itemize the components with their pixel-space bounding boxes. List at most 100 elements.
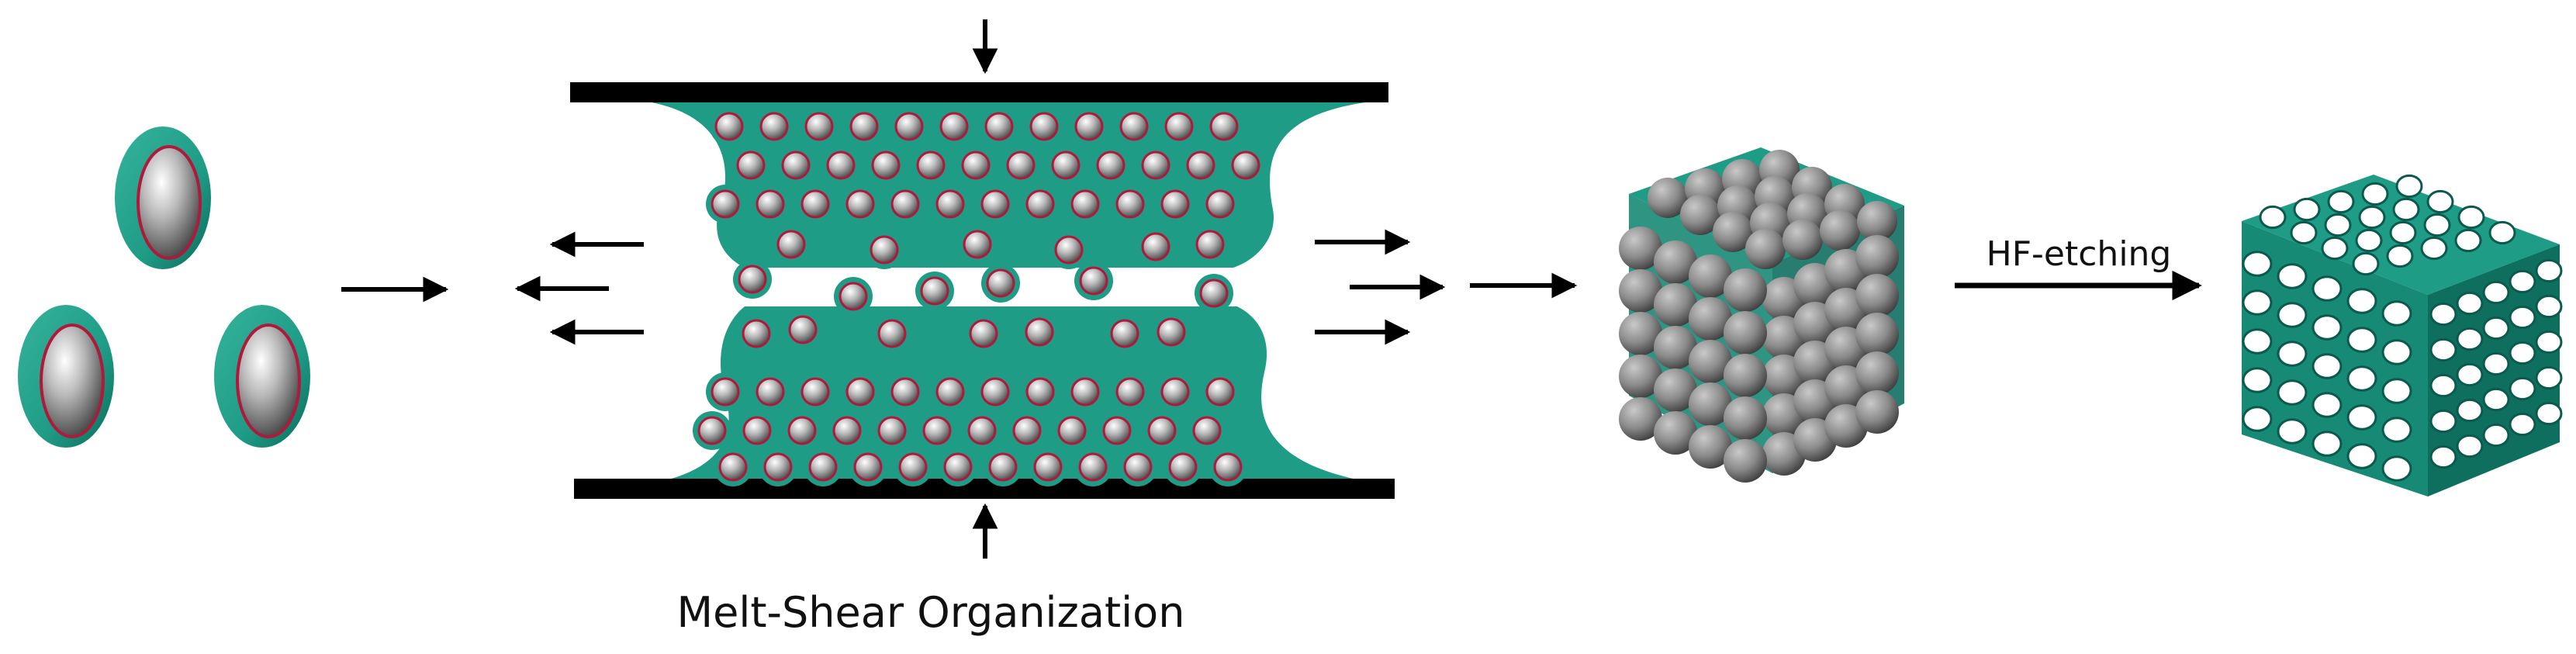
core-shell-particle [1066, 185, 1105, 223]
opal-sphere [1713, 212, 1753, 252]
opal-sphere [1689, 382, 1732, 426]
core-shell-particle [1105, 314, 1144, 353]
opal-sphere [1724, 268, 1767, 312]
pore [2426, 189, 2454, 214]
core-shell-particle [821, 146, 860, 185]
pore [2311, 275, 2343, 302]
core-shell-particle [751, 372, 790, 411]
pore [2423, 213, 2451, 237]
pore [2242, 251, 2273, 277]
core-shell-particle [1029, 448, 1067, 486]
core-shell-particle [1111, 185, 1150, 223]
pore [2242, 367, 2273, 393]
core-shell-particle [873, 411, 911, 450]
opal-sphere [1724, 439, 1767, 483]
pore [2509, 376, 2536, 401]
core-shell-particle [915, 272, 954, 310]
opal-sphere [1654, 240, 1697, 284]
pore [2389, 220, 2417, 245]
pore [2386, 244, 2414, 268]
opal-sphere [1855, 235, 1899, 279]
opal-sphere [1855, 313, 1899, 356]
pore [2509, 269, 2536, 294]
core-shell-particle [1156, 372, 1195, 411]
core-shell-particle [796, 185, 835, 223]
core-shell-particle [984, 448, 1022, 486]
opal-sphere [1745, 229, 1786, 269]
core-shell-particle [1115, 107, 1153, 146]
pore [2420, 236, 2448, 261]
pore [2509, 412, 2536, 437]
core-shell-particle [755, 107, 794, 146]
core-shell-particle [956, 146, 995, 185]
core-shell-particle [1208, 448, 1247, 486]
core-shell-hemisphere-icon [214, 305, 310, 448]
core-shell-particle [1119, 448, 1157, 486]
pore [2482, 387, 2510, 412]
pore [2535, 365, 2563, 390]
core-shell-particle [841, 372, 880, 411]
pore [2482, 351, 2510, 376]
pore [2346, 404, 2377, 431]
pore [2259, 205, 2287, 230]
opal-sphere [1855, 274, 1899, 317]
core-shell-particle [1201, 185, 1240, 223]
pore [2488, 220, 2516, 245]
core-shell-particle [776, 146, 815, 185]
pore [2456, 291, 2484, 316]
pore [2311, 392, 2343, 418]
pore [2392, 197, 2420, 222]
outflow-arrows-left [514, 231, 644, 345]
opal-sphere [1724, 354, 1767, 397]
core-shell-particle [733, 260, 772, 299]
core-shell-particle [1001, 146, 1040, 185]
pore [2381, 417, 2412, 443]
pore [2482, 280, 2510, 305]
pore [2395, 174, 2423, 199]
pore [2429, 409, 2457, 434]
pore [2277, 341, 2308, 367]
pore [2311, 431, 2343, 457]
pore [2311, 353, 2343, 379]
core-shell-particle [865, 230, 904, 269]
top-plate [570, 82, 1388, 102]
opal-sphere [1619, 312, 1662, 355]
core-shell-particle [1021, 372, 1060, 411]
core-shell-particle [964, 314, 1003, 353]
opal-sphere [1782, 220, 1823, 260]
core-shell-particle [976, 372, 1015, 411]
core-shell-particle [976, 185, 1015, 223]
core-shell-particle [845, 107, 883, 146]
opal-sphere [1689, 340, 1732, 383]
opal-sphere [1654, 411, 1697, 455]
pore [2454, 228, 2482, 253]
pore [2242, 289, 2273, 316]
core-shell-hemisphere-icon [115, 126, 211, 269]
pore [2277, 379, 2308, 406]
core-shell-particle [1070, 107, 1108, 146]
pore [2290, 220, 2318, 245]
core-shell-particle [886, 185, 925, 223]
core-shell-particle [714, 448, 752, 486]
pore [2482, 423, 2510, 448]
pore [2321, 236, 2349, 261]
core-shell-particle [1025, 107, 1063, 146]
core-shell-particle [783, 310, 822, 349]
pore [2535, 258, 2563, 283]
opal-sphere [1654, 283, 1697, 327]
pore [2242, 406, 2273, 432]
core-shell-particle [1046, 146, 1085, 185]
core-shell-particle [828, 411, 866, 450]
core-shell-particle [1191, 225, 1229, 264]
core-shell-particle [935, 107, 973, 146]
core-shell-particle [804, 448, 842, 486]
core-shell-particle [738, 411, 776, 450]
pore [2355, 228, 2383, 253]
core-shell-particle [1164, 448, 1202, 486]
pore [2361, 182, 2389, 206]
inverse-opal-cube-icon [2242, 174, 2563, 497]
core-shell-particle [1156, 185, 1195, 223]
pore [2456, 398, 2484, 423]
core-shell-particle [772, 225, 811, 264]
